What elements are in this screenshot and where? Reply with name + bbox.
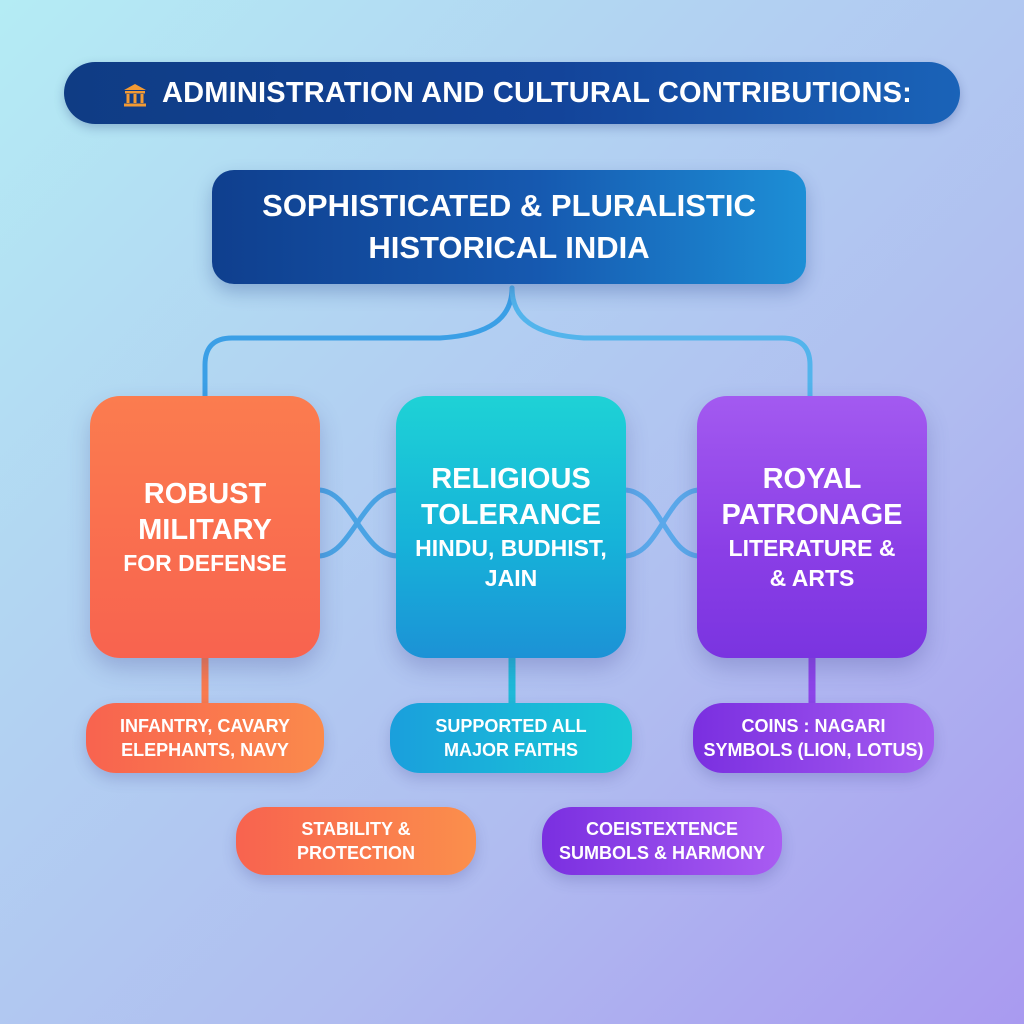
coexistence-outcome-pill: COEISTEXTENCE SUMBOLS & HARMONY	[542, 807, 782, 875]
temple-icon	[124, 84, 146, 107]
military-title-line-2: MILITARY	[138, 514, 272, 546]
patronage-detail-line-2: SYMBOLS (LION, LOTUS)	[703, 740, 924, 760]
patronage-title-line-1: ROYAL	[762, 463, 862, 495]
coexistence-line-1: COEISTEXTENCE	[585, 819, 739, 839]
patronage-subtitle-line-1: LITERATURE &	[728, 535, 896, 561]
religion-title-line-2: TOLERANCE	[421, 499, 601, 531]
stability-outcome-pill: STABILITY & PROTECTION	[236, 807, 476, 875]
religion-detail-line-2: MAJOR FAITHS	[443, 740, 578, 760]
religion-detail-pill: SUPPORTED ALL MAJOR FAITHS	[390, 703, 632, 773]
military-card: ROBUST MILITARY FOR DEFENSE	[90, 396, 320, 658]
military-subtitle: FOR DEFENSE	[123, 550, 287, 576]
connector-weave-left-b	[315, 487, 401, 559]
religion-subtitle-line-2: JAIN	[484, 565, 538, 591]
coexistence-line-2: SUMBOLS & HARMONY	[559, 843, 765, 863]
religion-title-line-1: RELIGIOUS	[431, 463, 591, 495]
religion-card: RELIGIOUS TOLERANCE HINDU, BUDHIST, JAIN	[396, 396, 626, 658]
central-concept-box: SOPHISTICATED & PLURALISTIC HISTORICAL I…	[212, 170, 806, 284]
central-title-line-1: SOPHISTICATED & PLURALISTIC	[262, 188, 756, 223]
connector-top-to-patronage	[509, 285, 813, 401]
patronage-card: ROYAL PATRONAGE LITERATURE & & ARTS	[697, 396, 927, 658]
patronage-detail-line-1: COINS : NAGARI	[741, 716, 886, 736]
military-title-line-1: ROBUST	[143, 478, 267, 510]
stability-line-1: STABILITY &	[301, 819, 411, 839]
religion-subtitle-line-1: HINDU, BUDHIST,	[415, 535, 607, 561]
header-title: ADMINISTRATION AND CULTURAL CONTRIBUTION…	[162, 76, 912, 109]
central-title-line-2: HISTORICAL INDIA	[368, 230, 650, 265]
patronage-subtitle-line-2: & ARTS	[769, 565, 855, 591]
military-detail-line-2: ELEPHANTS, NAVY	[121, 740, 289, 760]
header-banner: ADMINISTRATION AND CULTURAL CONTRIBUTION…	[64, 62, 960, 124]
connector-top-to-military	[202, 285, 515, 401]
military-detail-pill: INFANTRY, CAVARY ELEPHANTS, NAVY	[86, 703, 324, 773]
patronage-detail-pill: COINS : NAGARI SYMBOLS (LION, LOTUS)	[693, 703, 934, 773]
patronage-title-line-2: PATRONAGE	[721, 499, 903, 531]
military-detail-line-1: INFANTRY, CAVARY	[119, 716, 290, 736]
stability-line-2: PROTECTION	[296, 843, 415, 863]
religion-detail-line-1: SUPPORTED ALL	[435, 716, 587, 736]
connector-weave-right-b	[621, 487, 703, 559]
